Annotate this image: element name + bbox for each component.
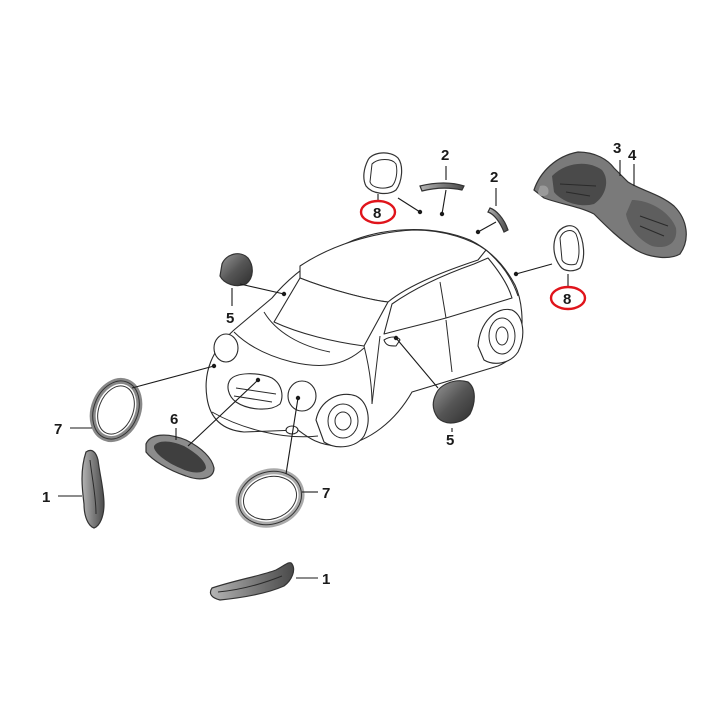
callout-7a: 7 <box>54 421 62 438</box>
headlight-ring-right <box>235 468 305 528</box>
grille-trim <box>145 434 215 480</box>
side-trim-left <box>81 449 105 529</box>
callout-5b: 5 <box>446 432 454 449</box>
callout-6: 6 <box>170 411 178 428</box>
highlight-8a <box>359 199 397 225</box>
car-outline <box>205 228 524 448</box>
highlight-8b <box>549 285 587 311</box>
callout-2a: 2 <box>441 147 449 164</box>
callout-8b: 8 <box>563 291 571 308</box>
callout-5a: 5 <box>226 310 234 327</box>
mirror-cap-right <box>432 380 475 424</box>
mirror-cap-left <box>219 253 253 287</box>
callout-1b: 1 <box>322 571 330 588</box>
mirror-glass-left <box>363 152 403 195</box>
leader-lines <box>58 160 635 579</box>
callout-2b: 2 <box>490 169 498 186</box>
roof-trim-strip-right <box>487 207 509 233</box>
headlight-ring-left <box>89 377 143 443</box>
dashboard-trim <box>533 151 687 259</box>
callouts: 2 2 3 4 8 8 5 5 6 7 7 1 1 <box>42 140 637 588</box>
connection-dots <box>211 209 519 401</box>
callout-3: 3 <box>613 140 621 157</box>
callout-1a: 1 <box>42 489 50 506</box>
mirror-glass-right <box>553 225 585 272</box>
callout-4: 4 <box>628 147 637 164</box>
callout-7b: 7 <box>322 485 330 502</box>
roof-trim-strip-left <box>419 182 465 192</box>
side-trim-bottom <box>209 562 295 601</box>
callout-8a: 8 <box>373 205 381 222</box>
